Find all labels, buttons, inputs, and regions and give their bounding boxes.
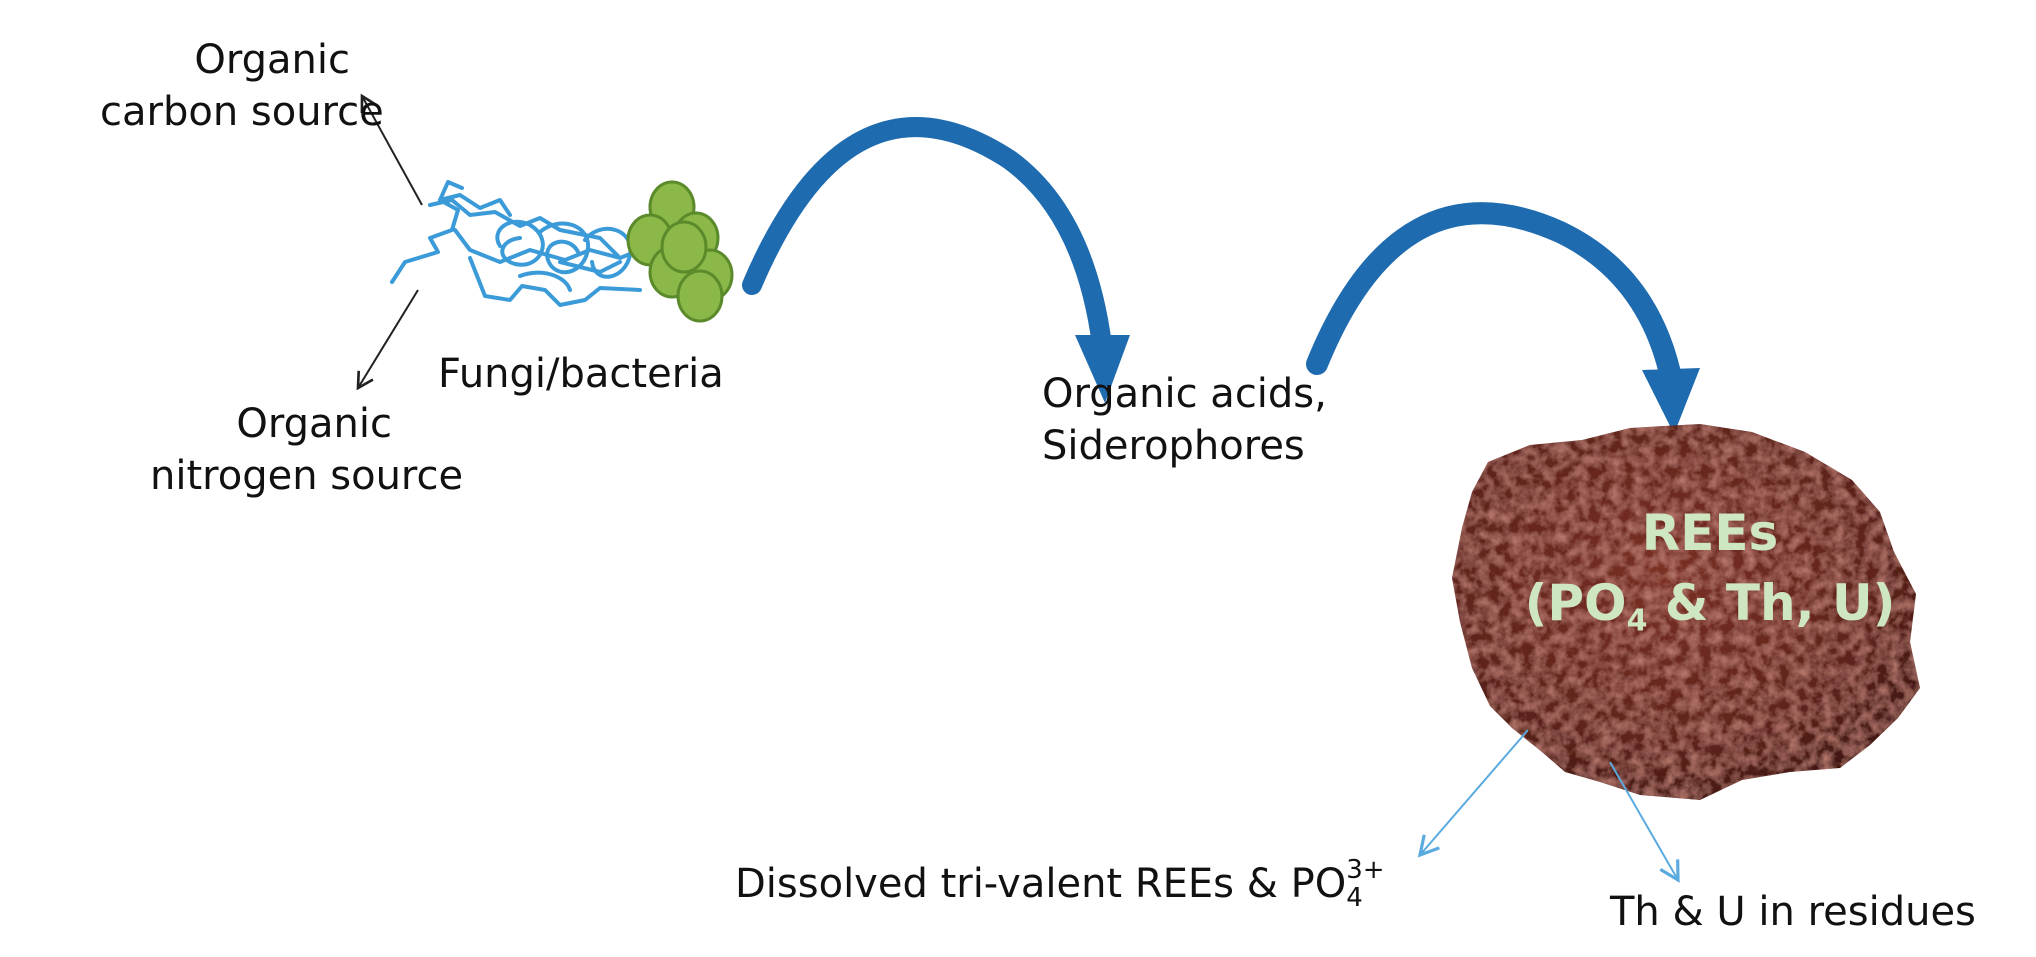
curved-arrow-2	[1306, 202, 1700, 434]
dissolved-arrow	[1417, 729, 1529, 858]
carbon-source-line-2: carbon source	[100, 89, 384, 135]
nitrogen-source-line-2: nitrogen source	[150, 453, 464, 499]
acids-label: Organic acids, Siderophores	[1042, 368, 1327, 472]
residues-arrow	[1609, 761, 1680, 883]
acids-line-2: Siderophores	[1042, 423, 1305, 469]
microbe-label: Fungi/bacteria	[438, 351, 724, 397]
dissolved-main: Dissolved tri-valent REEs & PO	[735, 861, 1347, 907]
ore-composition-subscript: 4	[1626, 603, 1648, 639]
nitrogen-source-line-1: Organic	[236, 401, 392, 447]
nitrogen-arrow	[356, 289, 419, 391]
acids-line-1: Organic acids,	[1042, 371, 1327, 417]
curved-arrow-1	[742, 117, 1130, 403]
carbon-arrow	[360, 93, 423, 206]
bacteria-cluster-icon	[626, 180, 734, 323]
residues-label: Th & U in residues	[1610, 889, 1976, 935]
ore-rock-image	[1452, 424, 1920, 800]
ore-composition-rest: & Th, U)	[1647, 574, 1896, 632]
ore-title: REEs	[1641, 504, 1779, 562]
dissolved-subscript: 4	[1346, 883, 1363, 913]
carbon-source-line-1: Organic	[194, 37, 350, 83]
nitrogen-source-label: Organic nitrogen source	[150, 398, 464, 502]
dissolved-superscript: 3+	[1346, 855, 1385, 885]
fungal-hyphae-icon	[390, 180, 642, 307]
carbon-source-label: Organic carbon source	[100, 34, 384, 138]
ore-composition-open: (PO	[1524, 574, 1627, 632]
ore-composition: (PO4 & Th, U)	[1500, 570, 1920, 655]
dissolved-sub-sup: 3+4	[1346, 855, 1390, 913]
